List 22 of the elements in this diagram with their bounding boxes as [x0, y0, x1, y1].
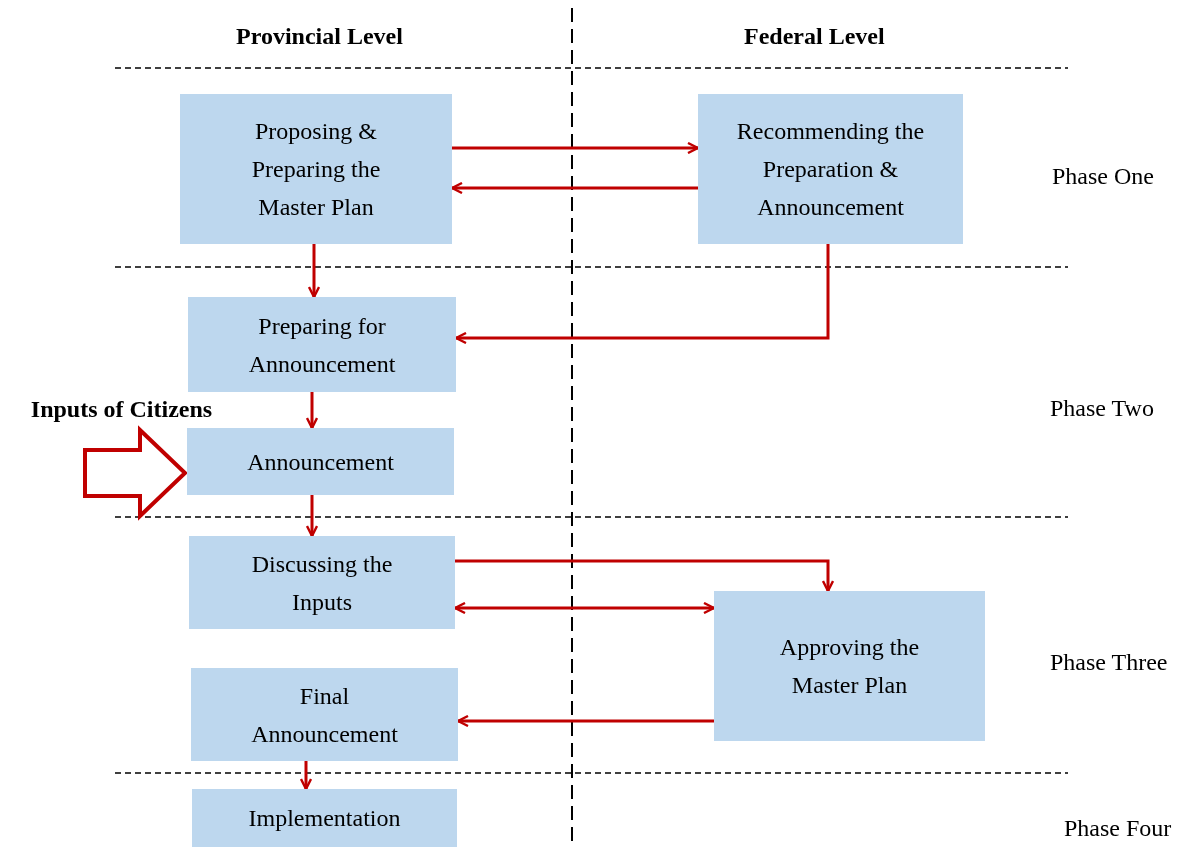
- arrow: [299, 761, 313, 791]
- process-box: Announcement: [187, 428, 454, 495]
- process-box: Recommending the Preparation & Announcement: [698, 94, 963, 244]
- arrow: [305, 392, 319, 430]
- arrow: [305, 495, 319, 538]
- level-heading: Provincial Level: [236, 22, 403, 50]
- arrow: [452, 141, 700, 155]
- process-box: Approving the Master Plan: [714, 591, 985, 741]
- arrow: [307, 244, 321, 299]
- phase-label: Phase Two: [1050, 394, 1154, 422]
- phase-label: Phase Four: [1064, 814, 1172, 842]
- process-box: Discussing the Inputs: [189, 536, 455, 629]
- input-label: Inputs of Citizens: [30, 394, 213, 423]
- process-box: Implementation: [192, 789, 457, 847]
- phase-label: Phase One: [1052, 162, 1154, 190]
- process-box: Proposing & Preparing the Master Plan: [180, 94, 452, 244]
- process-box: Final Announcement: [191, 668, 458, 761]
- level-heading: Federal Level: [744, 22, 885, 50]
- block-arrow: [83, 425, 188, 521]
- process-box: Preparing for Announcement: [188, 297, 456, 392]
- phase-label: Phase Three: [1050, 648, 1168, 676]
- arrow: [455, 559, 835, 593]
